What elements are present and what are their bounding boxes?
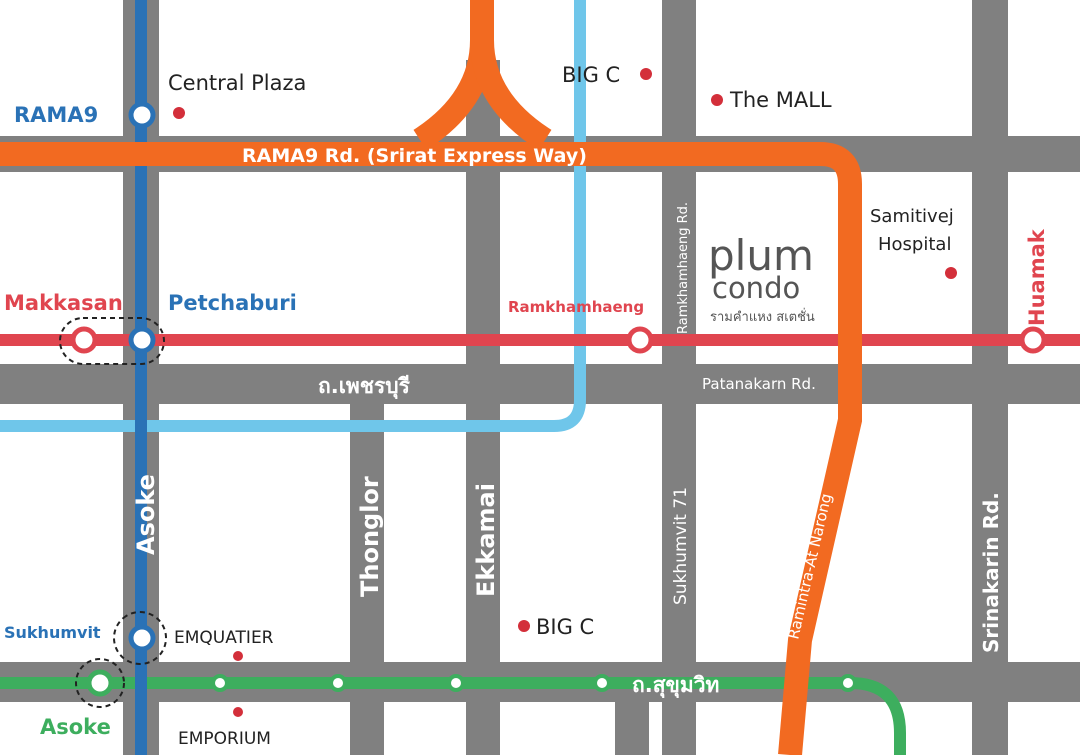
sukhumvit-interchange [113,611,167,665]
sukhumvit-road-label: ถ.สุขุมวิท [632,673,719,699]
poi-markers [173,68,957,717]
the-mall-label: The MALL [729,88,832,112]
big-c-north-label: BIG C [562,63,620,87]
makkasan-station-marker [70,326,98,354]
emporium-label: EMPORIUM [178,729,271,749]
sukhumvit-station-label: Sukhumvit [4,623,101,642]
big-c-north-dot [640,68,652,80]
ekkamai-road-label: Ekkamai [472,483,500,597]
central-plaza-dot [173,107,185,119]
ramkhamhaeng-road-label: Ramkhamhaeng Rd. [676,202,691,334]
green-stop [447,674,465,692]
big-c-south-dot [518,620,530,632]
huamak-station-marker [1019,326,1047,354]
petchaburi-road-label: ถ.เพชรบุรี [318,374,411,400]
minor-road [615,700,649,755]
asoke-interchange [75,658,125,708]
makkasan-petchaburi-interchange [59,317,165,365]
rama9-road-label: RAMA9 Rd. (Srirat Express Way) [242,145,587,167]
interchanges [59,317,167,708]
ramkhamhaeng-station-marker [626,326,654,354]
big-c-south-label: BIG C [536,615,594,639]
logo-condo-text: condo [712,271,800,305]
rama9-station-marker [128,101,156,129]
green-stop [211,674,229,692]
logo-subtitle-text: รามคำแหง สเตชั่น [710,308,815,325]
sukhumvit71-road-label: Sukhumvit 71 [671,487,691,605]
the-mall-dot [711,94,723,106]
emquatier-label: EMQUATIER [174,628,274,648]
ramkhamhaeng-station-label: Ramkhamhaeng [508,298,644,316]
logo-plum-text: plum [708,231,814,280]
makkasan-station-label: Makkasan [4,291,123,315]
sukhumvit-station-marker [128,624,156,652]
green-stop [839,674,857,692]
samitivej-dot [945,267,957,279]
rama9-station-label: RAMA9 [14,103,98,127]
emquatier-dot [233,651,243,661]
expressway [0,0,862,755]
emporium-dot [233,707,243,717]
patanakarn-road-label: Patanakarn Rd. [702,375,816,393]
light-blue-line [0,0,586,432]
petchaburi-station-marker [128,326,156,354]
asoke-road-label: Asoke [132,474,160,555]
petchaburi-station-label: Petchaburi [168,291,297,315]
samitivej-label-line2: Hospital [878,234,951,255]
red-line [0,334,1080,346]
plum-condo-logo: plum condo รามคำแหง สเตชั่น [708,231,815,325]
samitivej-label-line1: Samitivej [870,206,954,227]
blue-line [135,0,147,755]
ekkamai-road [466,60,500,755]
expressway-ramp-east [470,39,552,151]
asoke-station-label: Asoke [40,715,111,739]
asoke-station-marker [86,669,114,697]
green-stop [329,674,347,692]
central-plaza-label: Central Plaza [168,71,306,95]
huamak-station-label: Huamak [1025,228,1049,326]
station-markers [70,101,1047,697]
srinakarin-road-label: Srinakarin Rd. [979,492,1003,653]
thonglor-road-label: Thonglor [356,476,384,597]
green-stop [593,674,611,692]
petchaburi-road [0,364,1080,404]
expressway-main [0,142,862,755]
